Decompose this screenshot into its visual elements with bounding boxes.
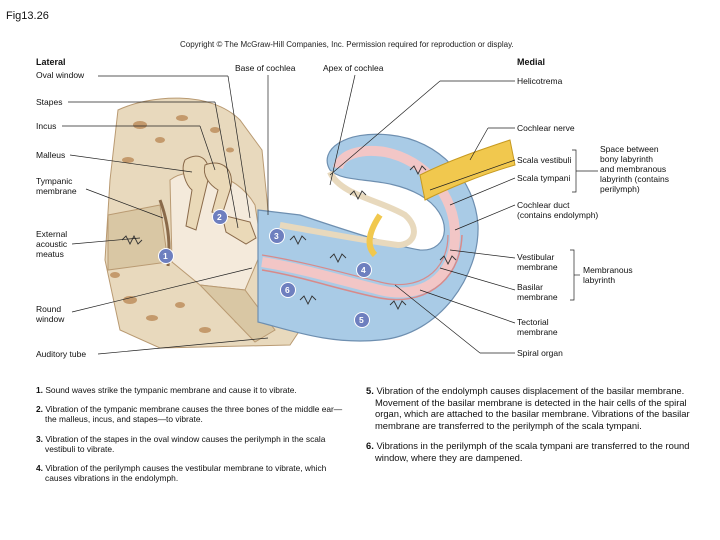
label-base-of-cochlea: Base of cochlea	[235, 63, 296, 73]
step-marker-label-4: 4	[361, 265, 366, 275]
label-spiral-organ: Spiral organ	[517, 348, 563, 358]
caption-step-1: 1. Sound waves strike the tympanic membr…	[36, 385, 297, 395]
medial-header: Medial	[517, 57, 546, 67]
label-cochlear-duct: Cochlear duct(contains endolymph)	[517, 200, 599, 220]
vestibular-membrane	[261, 234, 449, 286]
figure-id: Fig13.26	[6, 10, 49, 22]
label-auditory-tube: Auditory tube	[36, 349, 87, 359]
sound-wave-marks	[121, 165, 457, 311]
step-marker-label-3: 3	[274, 231, 279, 241]
step-marker-6	[280, 282, 296, 298]
leader-lines	[62, 74, 598, 355]
step-marker-5	[354, 312, 370, 328]
caption-step-2: 2. Vibration of the tympanic membrane ca…	[36, 404, 343, 425]
ear-cochlea-illustration	[62, 74, 598, 355]
label-scala-vestibuli: Scala vestibuli	[517, 155, 572, 165]
label-scala-tympani: Scala tympani	[517, 173, 571, 183]
basilar-membrane	[261, 234, 463, 301]
step-marker-label-1: 1	[163, 251, 168, 261]
caption-step-6: 6. Vibrations in the perilymph of the sc…	[366, 440, 690, 463]
step-marker-label-2: 2	[217, 212, 222, 222]
label-malleus: Malleus	[36, 150, 66, 160]
copyright-notice: Copyright © The McGraw-Hill Companies, I…	[180, 40, 514, 49]
caption-steps-right: 5. Vibration of the endolymph causes dis…	[366, 385, 696, 473]
caption-steps-left: 1. Sound waves strike the tympanic membr…	[36, 385, 346, 492]
auditory-tube	[198, 284, 276, 343]
external-acoustic-meatus	[107, 204, 169, 271]
lateral-header: Lateral	[36, 57, 66, 67]
step-marker-3	[269, 228, 285, 244]
label-cochlear-nerve: Cochlear nerve	[517, 123, 575, 133]
step-marker-label-5: 5	[359, 315, 364, 325]
label-oval-window: Oval window	[36, 70, 85, 80]
label-apex-of-cochlea: Apex of cochlea	[323, 63, 384, 73]
label-helicotrema: Helicotrema	[517, 76, 563, 86]
modiolus	[279, 170, 417, 249]
cochlear-duct	[261, 145, 461, 298]
nerve-fibers	[366, 213, 383, 258]
caption-step-5: 5. Vibration of the endolymph causes dis…	[366, 385, 690, 431]
step-marker-4	[356, 262, 372, 278]
stapes	[221, 214, 257, 245]
label-incus: Incus	[36, 121, 57, 131]
caption-step-4: 4. Vibration of the perilymph causes the…	[36, 463, 327, 484]
step-marker-1	[158, 248, 174, 264]
caption-step-3: 3. Vibration of the stapes in the oval w…	[36, 433, 326, 454]
malleus	[182, 155, 210, 231]
step-marker-label-6: 6	[285, 285, 290, 295]
label-stapes: Stapes	[36, 97, 63, 107]
step-marker-2	[212, 209, 228, 225]
